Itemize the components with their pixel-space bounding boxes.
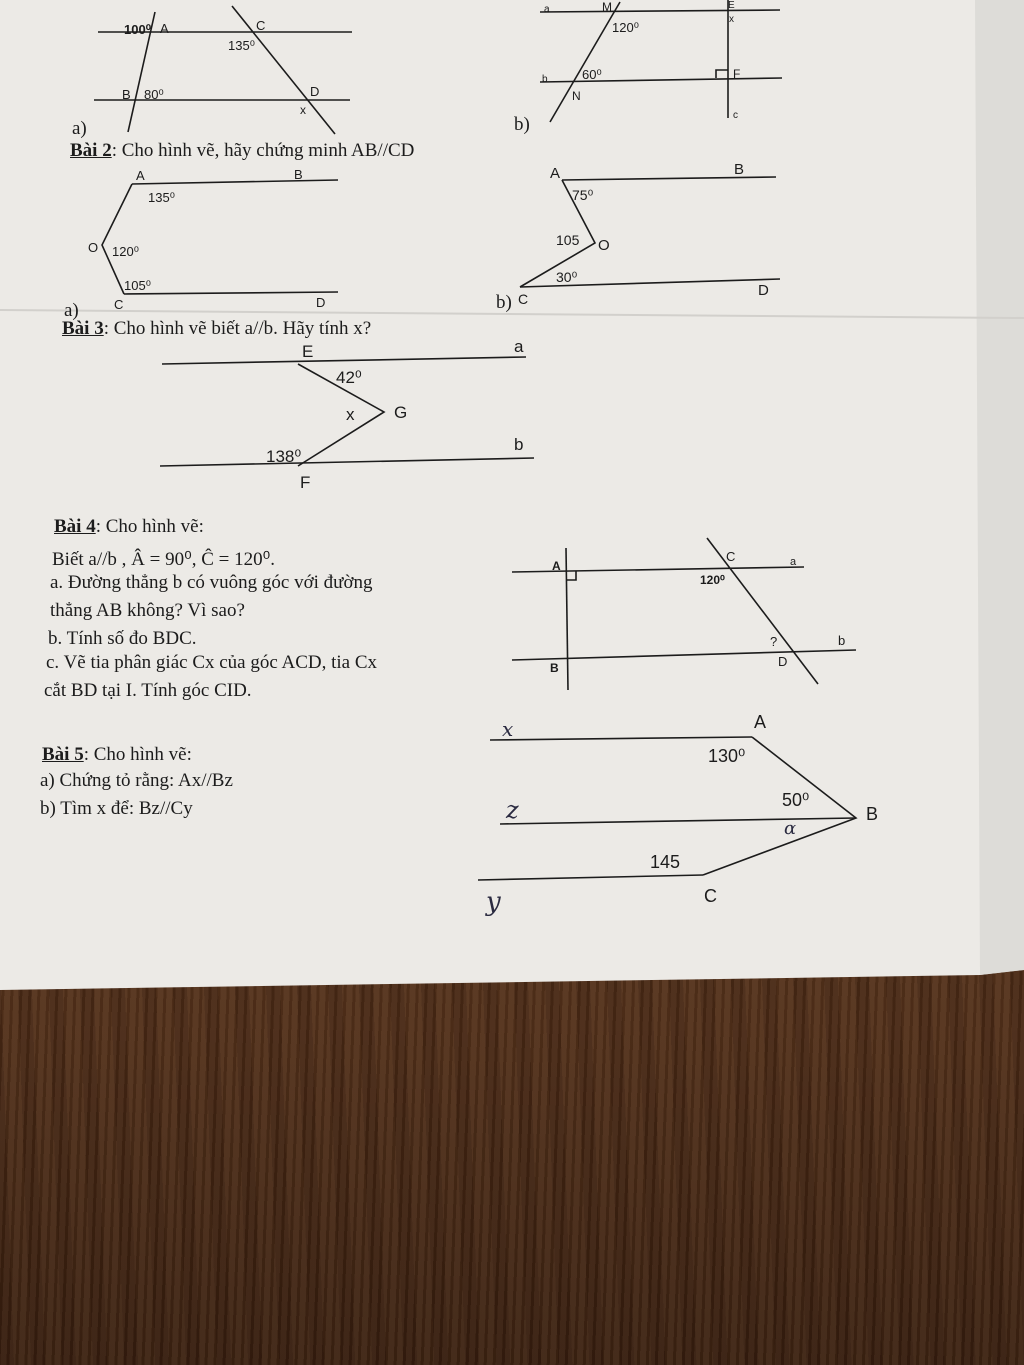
bai4-number: Bài 4 (54, 516, 96, 537)
bai2-number: Bài 2 (70, 140, 112, 161)
figure-1b (539, 0, 783, 123)
fig2b-label-B: B (734, 161, 744, 178)
fig3-angle-42: 42⁰ (336, 368, 362, 387)
fig1b-label-x: x (729, 14, 734, 25)
fig3-label-E: E (302, 342, 313, 361)
sublabel-2a: a) (64, 300, 79, 321)
fig1b-label-M: M (602, 0, 612, 14)
bai4-text: : Cho hình vẽ: (95, 516, 204, 537)
fig1a-angle-80: 80⁰ (144, 87, 164, 102)
bai4-question-a-line2: thẳng AB không? Vì sao? (50, 600, 245, 621)
fig1b-label-F: F (733, 67, 740, 81)
fig1a-label-B: B (122, 87, 131, 102)
bai5-question-b: b) Tìm x để: Bz//Cy (40, 798, 193, 819)
fig3-label-a: a (514, 337, 524, 356)
bai4-question-c-line2: cắt BD tại I. Tính góc CID. (44, 680, 252, 701)
bai5-text: : Cho hình vẽ: (83, 744, 192, 765)
fig4-label-question: ? (770, 634, 777, 649)
paper-fold (0, 309, 1024, 319)
fig3-angle-138: 138⁰ (266, 447, 301, 466)
fig5-label-y: y (485, 887, 501, 917)
fig3-label-x: x (346, 405, 355, 424)
bai3-heading: Bài 3: Cho hình vẽ biết a//b. Hãy tính x… (62, 318, 371, 340)
fig4-label-b: b (838, 633, 845, 648)
bai5-question-a: a) Chứng tỏ rằng: Ax//Bz (40, 770, 233, 791)
sublabel-2b: b) (496, 292, 512, 313)
fig1a-angle-100: 100⁰ (124, 22, 152, 37)
figure-3 (159, 356, 535, 467)
fig3-label-b: b (514, 435, 523, 454)
fig1b-label-a: a (544, 4, 550, 15)
bai4-question-a-line1: a. Đường thẳng b có vuông góc với đường (50, 572, 373, 593)
fig3-label-F: F (300, 473, 310, 492)
fig2b-label-C: C (518, 291, 528, 307)
fig1b-label-E: E (728, 0, 735, 11)
fig4-label-a: a (790, 556, 797, 568)
bai2-heading: Bài 2: Cho hình vẽ, hãy chứng minh AB//C… (70, 140, 414, 162)
fig1b-angle-60: 60⁰ (582, 67, 602, 82)
fig5-label-x: x (502, 717, 513, 741)
fig5-angle-145: 145 (650, 852, 680, 872)
paper-sheet (0, 0, 1024, 990)
fig2b-label-O: O (598, 237, 610, 254)
fig2b-label-D: D (758, 282, 769, 299)
fig1b-label-b: b (542, 74, 548, 85)
figure-1a (94, 5, 352, 135)
fig2b-label-A: A (550, 165, 560, 182)
bai4-question-c-line1: c. Vẽ tia phân giác Cx của góc ACD, tia … (46, 652, 378, 673)
bai3-number: Bài 3 (62, 318, 104, 339)
fig2b-angle-75: 75⁰ (572, 187, 594, 203)
fig1a-label-C: C (256, 18, 265, 33)
bai5-heading: Bài 5: Cho hình vẽ: (42, 744, 192, 766)
fig5-angle-130: 130⁰ (708, 746, 745, 766)
fig2a-angle-120: 120⁰ (112, 244, 139, 259)
figure-5 (477, 736, 858, 881)
fig5-label-C: C (704, 886, 717, 906)
fig1b-label-N: N (572, 89, 581, 103)
fig5-label-alpha: α (784, 818, 796, 839)
fig2b-angle-30: 30⁰ (556, 269, 578, 285)
fig1b-angle-120: 120⁰ (612, 20, 639, 35)
fig1a-label-D: D (310, 84, 319, 99)
fig4-label-A: A (552, 559, 561, 573)
fig5-label-B: B (866, 804, 878, 824)
bai2-text: : Cho hình vẽ, hãy chứng minh AB//CD (111, 140, 415, 161)
fig4-label-D: D (778, 654, 787, 669)
fig5-label-A: A (754, 712, 766, 732)
figure-2a (101, 179, 339, 295)
bai3-text: : Cho hình vẽ biết a//b. Hãy tính x? (103, 318, 372, 339)
fig1a-angle-135: 135⁰ (228, 38, 255, 53)
fig2a-label-O: O (88, 240, 98, 255)
fig1a-label-x: x (300, 103, 306, 117)
fig4-angle-120: 120⁰ (700, 573, 725, 587)
bai5-number: Bài 5 (42, 744, 84, 765)
fig2a-label-B: B (294, 167, 303, 182)
figure-2b (519, 176, 781, 288)
fig2a-label-C: C (114, 297, 123, 312)
fig1b-label-c: c (733, 110, 738, 121)
bai4-given: Biết a//b , Â = 90⁰, Ĉ = 120⁰. (52, 549, 275, 570)
figure-4 (511, 537, 857, 691)
sublabel-1b: b) (514, 114, 530, 135)
fig1a-label-A: A (160, 21, 169, 36)
fig4-label-C: C (726, 549, 735, 564)
fig2a-angle-135: 135⁰ (148, 190, 175, 205)
fig2a-angle-105: 105⁰ (124, 278, 151, 293)
fig5-label-z: z (505, 796, 519, 824)
fig4-label-B: B (550, 661, 559, 675)
fig2a-label-D: D (316, 295, 325, 310)
fig2a-label-A: A (136, 168, 145, 183)
fig2b-angle-105: 105 (556, 232, 580, 248)
bai4-heading: Bài 4: Cho hình vẽ: (54, 516, 204, 538)
sublabel-1a: a) (72, 118, 87, 139)
fig5-angle-50: 50⁰ (782, 790, 809, 810)
fig3-label-G: G (394, 403, 407, 422)
bai4-question-b: b. Tính số đo BDC. (48, 628, 197, 649)
